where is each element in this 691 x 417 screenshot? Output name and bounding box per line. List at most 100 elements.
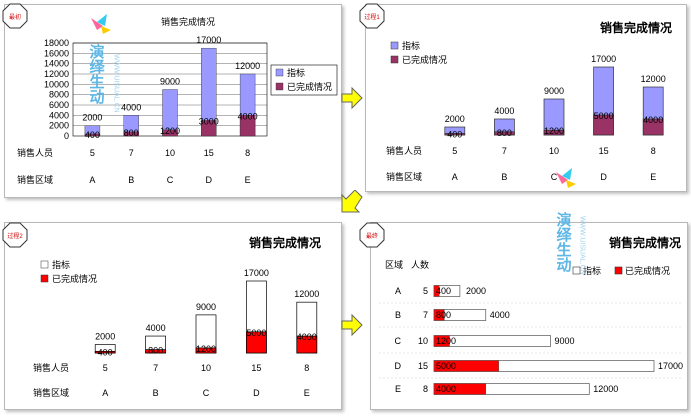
region-label: D: [253, 388, 260, 398]
badge-initial: 最初: [2, 3, 28, 29]
badge-final: 最终: [359, 222, 385, 248]
arrow-right-icon: [341, 313, 363, 337]
y-tick-label: 0: [64, 131, 69, 141]
data-label-target: 2000: [445, 114, 465, 124]
region-label: E: [395, 384, 401, 394]
legend-swatch-target: [275, 68, 284, 77]
table-header-region: 区域: [385, 259, 403, 270]
watermark-url: WWW.UISUAL.CN: [579, 216, 586, 275]
legend-swatch-target: [40, 260, 49, 269]
bar-completed: [84, 133, 101, 137]
badge-final-label: 最终: [366, 232, 378, 240]
data-label-completed: 4000: [436, 384, 456, 394]
chart-title: 销售完成情况: [600, 20, 672, 35]
legend-label-completed: 已完成情况: [287, 81, 332, 92]
data-label-target: 4000: [494, 106, 514, 116]
data-label-target: 4000: [490, 310, 510, 320]
bar-completed: [145, 349, 166, 354]
badge-initial-label: 最初: [9, 13, 21, 21]
bar-completed: [201, 120, 217, 137]
legend-swatch-completed: [40, 274, 49, 283]
y-tick-label: 14000: [44, 59, 69, 69]
legend-label-completed: 已完成情况: [402, 54, 447, 65]
staff-count: 5: [103, 363, 108, 373]
data-label-completed: 800: [436, 310, 451, 320]
data-label-target: 9000: [554, 336, 574, 346]
legend-label-target: 指标: [583, 265, 601, 276]
row-label-region: 销售区域: [17, 174, 53, 185]
bar-completed: [195, 347, 217, 354]
row-label-staff: 销售人员: [386, 145, 422, 156]
bar-completed: [123, 131, 139, 137]
y-tick-label: 2000: [49, 121, 69, 131]
data-label-target: 12000: [641, 74, 666, 84]
chart-title: 销售完成情况: [609, 235, 681, 250]
watermark-url: WWW.UISUAL.CN: [113, 54, 120, 112]
region-label: C: [551, 172, 558, 182]
watermark-title: 演绎生动: [88, 43, 105, 105]
data-label-target: 2000: [82, 113, 102, 123]
region-label: E: [245, 175, 251, 185]
bar-completed: [94, 350, 116, 354]
region-label: A: [395, 286, 401, 296]
data-label-completed: 4000: [238, 111, 258, 121]
data-label-target: 12000: [593, 384, 618, 394]
bar-completed: [296, 335, 318, 354]
bar-completed: [162, 129, 178, 137]
legend-label-target: 指标: [402, 40, 420, 51]
staff-count: 5: [452, 146, 457, 156]
legend-swatch-completed: [390, 55, 399, 64]
y-tick-label: 12000: [44, 69, 69, 79]
data-label-target: 2000: [95, 332, 115, 342]
bar-completed: [433, 285, 440, 297]
legend-label-completed: 已完成情况: [52, 273, 97, 284]
legend-label-target: 指标: [52, 259, 70, 270]
chart-step2: 销售完成情况指标已完成情况20004005A40008007B900012001…: [33, 235, 321, 398]
badge-step2-label: 过程2: [7, 232, 23, 240]
bar-completed: [433, 383, 487, 395]
bar-completed: [433, 335, 450, 347]
hummingbird-logo-icon: [91, 14, 111, 34]
y-tick-label: 4000: [49, 110, 69, 120]
data-label-completed: 5000: [594, 111, 614, 121]
bar-completed: [642, 118, 664, 136]
data-label-completed: 1200: [544, 126, 564, 136]
y-tick-label: 6000: [49, 100, 69, 110]
badge-step1-label: 过程1: [364, 13, 380, 21]
region-label: B: [395, 310, 401, 320]
data-label-completed: 4000: [643, 115, 663, 125]
data-label-completed: 800: [124, 128, 139, 138]
staff-count: 15: [418, 361, 428, 371]
bar-completed: [494, 131, 515, 136]
staff-count: 8: [651, 146, 656, 156]
staff-count: 8: [304, 363, 309, 373]
data-label-target: 17000: [591, 54, 616, 64]
data-label-target: 9000: [544, 86, 564, 96]
region-label: A: [102, 388, 108, 398]
legend-label-completed: 已完成情况: [625, 265, 670, 276]
row-label-region: 销售区域: [386, 171, 422, 182]
region-label: B: [153, 388, 159, 398]
arrow-down-left-icon: [341, 190, 363, 213]
staff-count: 7: [423, 310, 428, 320]
data-label-target: 12000: [294, 289, 319, 299]
legend-swatch-completed: [614, 266, 623, 275]
data-label-target: 17000: [244, 268, 269, 278]
y-tick-label: 8000: [49, 90, 69, 100]
y-tick-label: 10000: [44, 79, 69, 89]
chart-step1: 销售完成情况指标已完成情况20004005A40008007B900012001…: [386, 20, 672, 182]
region-label: C: [203, 388, 210, 398]
bar-completed: [433, 309, 445, 321]
staff-count: 7: [153, 363, 158, 373]
legend-label-target: 指标: [287, 67, 305, 78]
data-label-target: 12000: [235, 61, 260, 71]
chart-title: 销售完成情况: [249, 235, 321, 250]
region-label: B: [128, 175, 134, 185]
region-label: A: [452, 172, 458, 182]
chart-title: 销售完成情况: [161, 16, 215, 27]
staff-count: 8: [423, 384, 428, 394]
badge-step1: 过程1: [359, 3, 385, 29]
region-label: B: [501, 172, 507, 182]
